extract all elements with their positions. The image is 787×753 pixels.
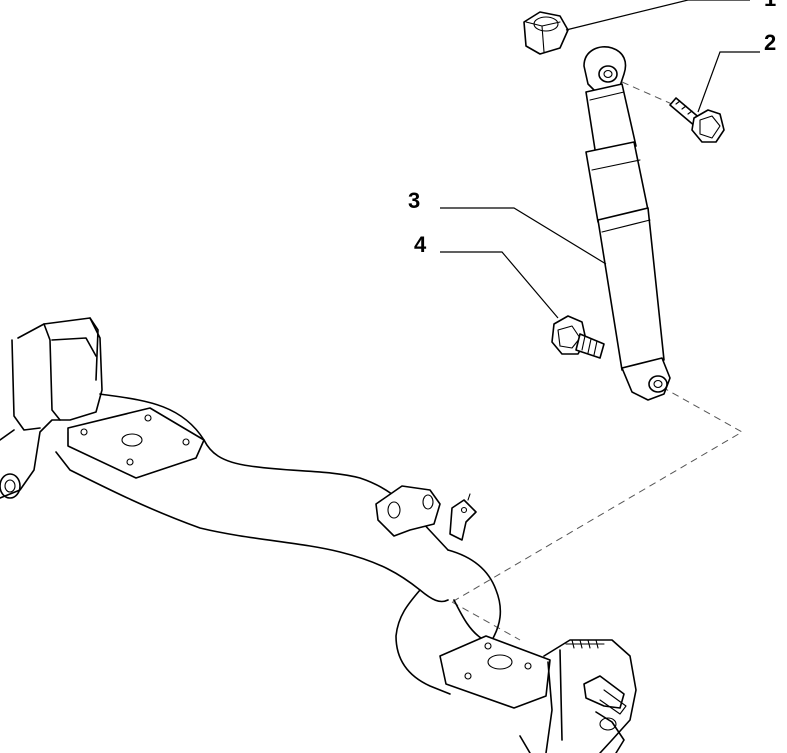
callout-2: 2 — [764, 30, 776, 55]
upper-bolt-part[interactable] — [669, 97, 725, 143]
nut-part[interactable] — [523, 11, 569, 55]
callout-3: 3 — [408, 188, 420, 213]
leader-lines — [440, 0, 760, 319]
callout-labels: 1 2 3 4 — [408, 0, 776, 257]
callout-1: 1 — [764, 0, 776, 11]
lower-bolt-part[interactable] — [551, 315, 605, 359]
rear-axle-beam — [0, 317, 637, 753]
shock-absorber-part[interactable] — [583, 46, 671, 401]
callout-4: 4 — [414, 232, 427, 257]
